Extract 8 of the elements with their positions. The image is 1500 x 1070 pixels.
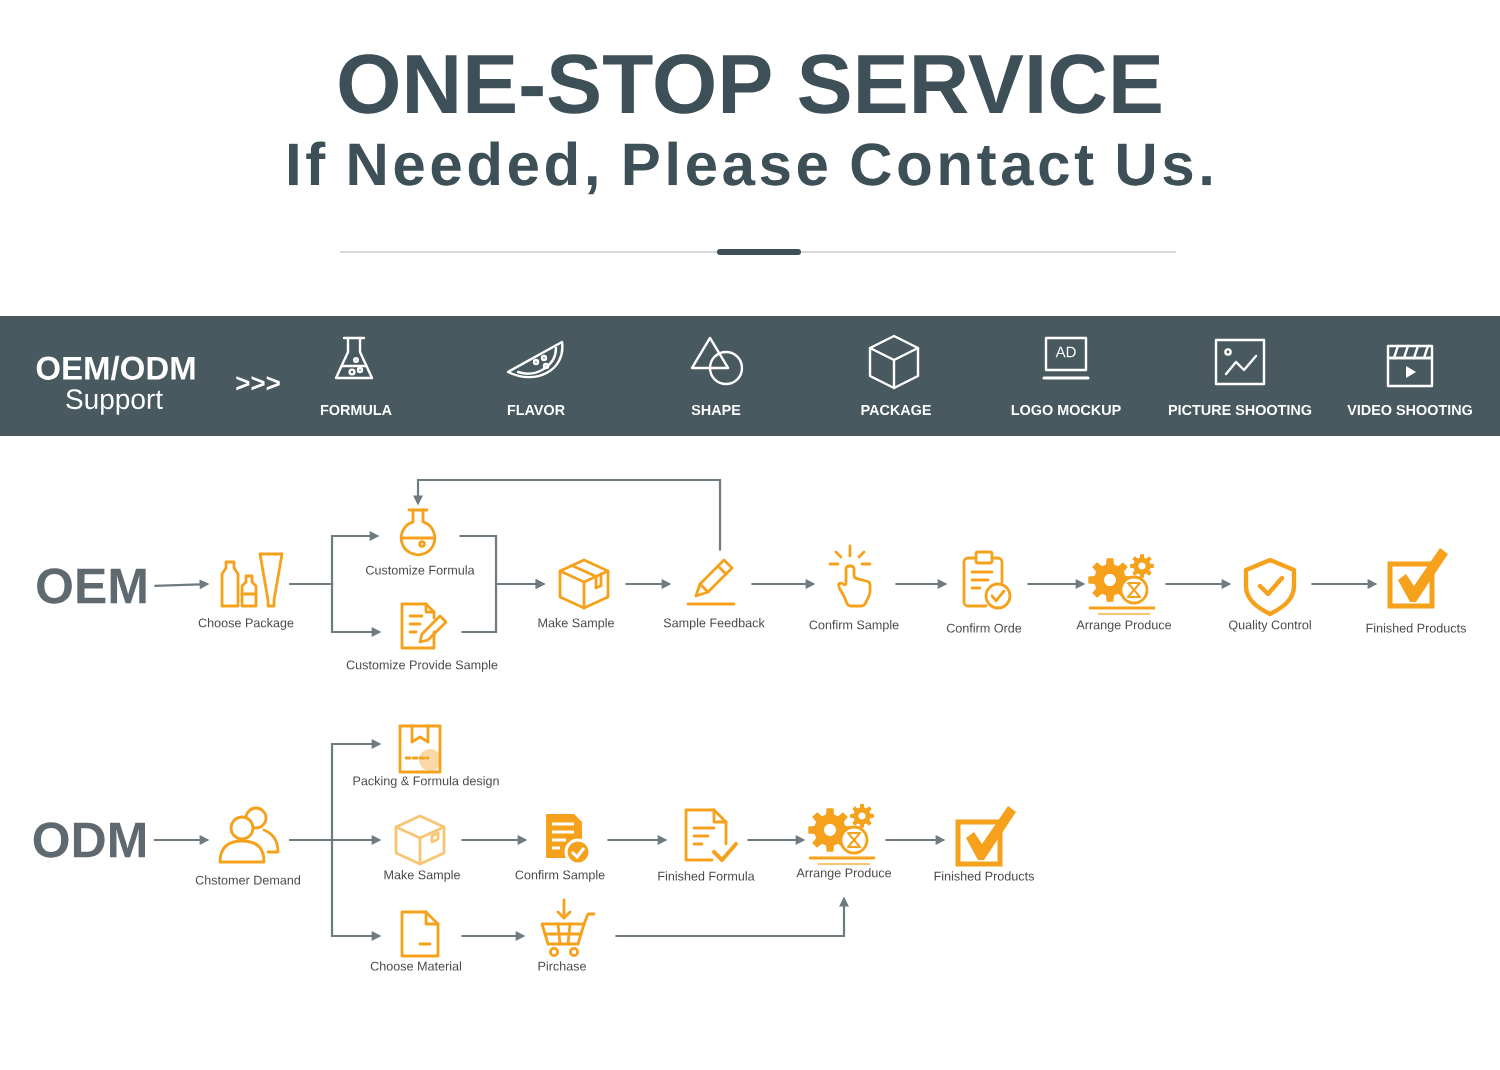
row-heading: OEM [37,568,146,604]
subtitle: If Needed, Please Contact Us. [289,141,1211,195]
row-heading: ODM [33,822,145,858]
chevrons: >>> [236,376,280,391]
banner-heading: OEM/ODM [36,355,195,381]
title: ONE-STOP SERVICE [339,54,1161,114]
arrow [413,478,722,551]
banner-subheading: Support [66,389,163,415]
